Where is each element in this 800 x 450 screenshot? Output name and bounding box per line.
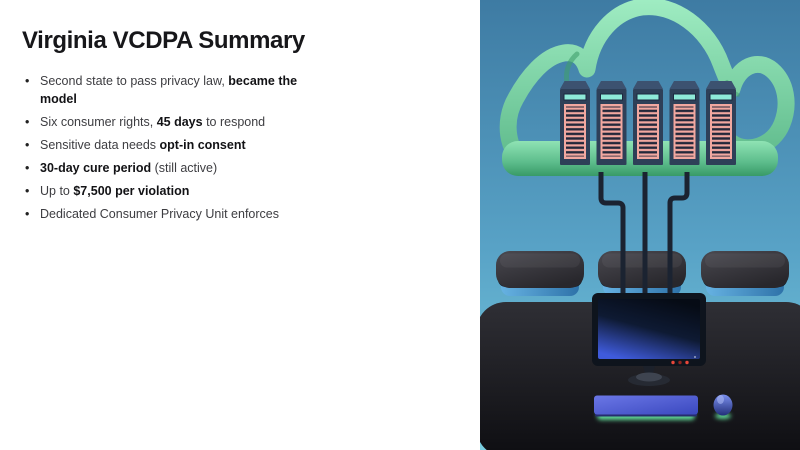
floor-pad-center xyxy=(598,251,686,296)
list-item: • Up to $7,500 per violation xyxy=(22,182,317,200)
floor-pad-left xyxy=(496,251,584,296)
server-rack-icon xyxy=(705,80,737,166)
monitor-button xyxy=(685,360,689,365)
keyboard-body xyxy=(594,395,698,415)
keyboard-icon xyxy=(594,395,698,420)
monitor-screen xyxy=(598,299,700,359)
bullet-text: 30-day cure period xyxy=(40,160,152,175)
text-panel: Virginia VCDPA Summary • Second state to … xyxy=(22,27,317,223)
bullet-list: • Second state to pass privacy law, becam… xyxy=(22,72,317,223)
bullet-marker: • xyxy=(25,137,30,152)
mouse-icon xyxy=(713,394,733,419)
bullet-text: became the model xyxy=(40,73,298,106)
cloud-fold-shadow xyxy=(564,51,580,86)
bullet-text: Up to xyxy=(40,183,74,198)
network-cable-left xyxy=(598,172,626,300)
bullet-marker: • xyxy=(25,114,30,129)
bullet-marker: • xyxy=(25,73,30,88)
bullet-text: (still active) xyxy=(151,160,218,175)
bullet-text: $7,500 per violation xyxy=(73,183,190,198)
monitor-button xyxy=(671,360,675,365)
monitor-button xyxy=(678,360,682,365)
monitor-power-led xyxy=(694,356,696,358)
cloud-ribbon xyxy=(499,0,795,171)
network-cables xyxy=(598,172,690,300)
list-item: • Dedicated Consumer Privacy Unit enforce… xyxy=(22,205,317,223)
list-item: • Sensitive data needs opt-in consent xyxy=(22,136,317,154)
server-rack-group xyxy=(559,80,737,166)
bullet-text: 45 days xyxy=(156,114,203,129)
list-item: • Six consumer rights, 45 days to respond xyxy=(22,113,317,131)
page-title: Virginia VCDPA Summary xyxy=(22,27,305,54)
bullet-marker: • xyxy=(25,183,30,198)
bullet-text: to respond xyxy=(202,114,266,129)
server-rack-icon xyxy=(632,80,664,166)
bullet-text: opt-in consent xyxy=(159,137,246,152)
list-item: • 30-day cure period (still active) xyxy=(22,159,317,177)
monitor-icon xyxy=(592,293,706,386)
bullet-text: Six consumer rights, xyxy=(40,114,157,129)
bullet-marker: • xyxy=(25,206,30,221)
list-item: • Second state to pass privacy law, becam… xyxy=(22,72,317,108)
monitor-buttons xyxy=(671,356,696,365)
server-rack-icon xyxy=(596,80,627,166)
cloud-computing-illustration xyxy=(480,0,800,450)
network-cable-right xyxy=(667,172,690,300)
bullet-text: Second state to pass privacy law, xyxy=(40,73,229,88)
bullet-marker: • xyxy=(25,160,30,175)
floor-pad-right xyxy=(701,251,789,296)
illustration-panel xyxy=(480,0,800,450)
mouse-highlight xyxy=(717,395,724,404)
bullet-text: Dedicated Consumer Privacy Unit enforces xyxy=(40,206,279,221)
server-rack-icon xyxy=(559,80,591,166)
bullet-text: Sensitive data needs xyxy=(40,137,160,152)
monitor-stand-base-top xyxy=(636,372,662,382)
server-rack-icon xyxy=(669,80,700,166)
